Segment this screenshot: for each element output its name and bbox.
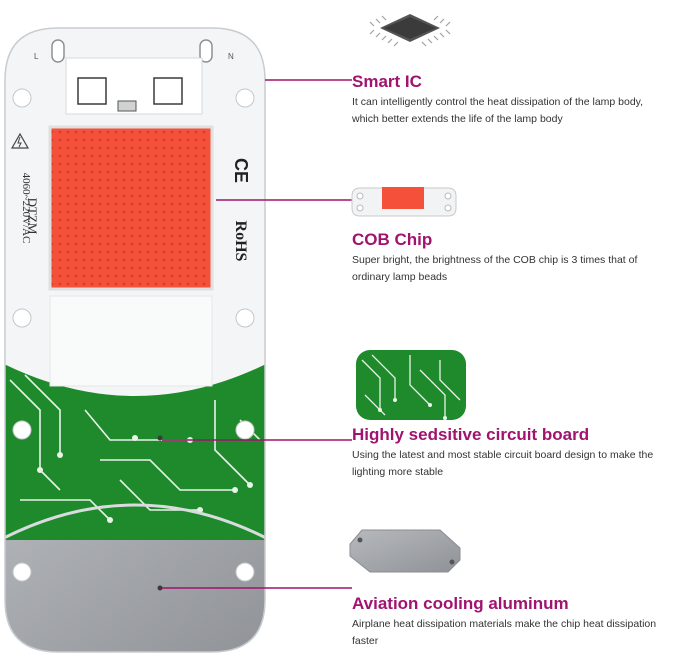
rohs-mark: RoHS <box>232 220 249 262</box>
ic-area <box>65 57 203 115</box>
feature-desc: Using the latest and most stable circuit… <box>352 449 654 478</box>
feature-title: Aviation cooling aluminum <box>352 594 569 613</box>
circuit-board-icon <box>356 350 466 420</box>
feature-aluminum: Aviation cooling aluminum Airplane heat … <box>352 594 672 650</box>
pin-label-right: N <box>228 52 234 61</box>
circuit-pads <box>37 435 253 523</box>
board-edge <box>5 503 265 542</box>
module-outline <box>4 27 266 653</box>
feature-desc: Super bright, the brightness of the COB … <box>352 254 638 283</box>
cob-chip-surface <box>48 125 214 291</box>
mounting-holes <box>12 88 255 582</box>
voltage-label: 4060~220V/AC <box>20 172 32 244</box>
feature-title: Highly sedsitive circuit board <box>352 425 590 444</box>
pin-label-left: L <box>34 52 39 61</box>
feature-title: COB Chip <box>352 230 433 249</box>
aluminum-plate-icon <box>349 529 461 573</box>
cob-chip-icon <box>351 187 457 217</box>
wire-slots <box>51 39 213 63</box>
aluminum-holes <box>157 435 163 591</box>
feature-title: Smart IC <box>352 72 422 91</box>
feature-circuit-board: Highly sedsitive circuit board Using the… <box>352 425 672 481</box>
feature-desc: Airplane heat dissipation materials make… <box>352 618 657 647</box>
lower-white-pad <box>49 295 213 387</box>
feature-smart-ic: Smart IC It can intelligently control th… <box>352 72 672 128</box>
circuit-board-area <box>5 362 265 540</box>
feature-cob-chip: COB Chip Super bright, the brightness of… <box>352 230 672 286</box>
feature-desc: It can intelligently control the heat di… <box>352 96 644 125</box>
ic-chip-icon <box>369 14 451 47</box>
ce-mark: CE <box>231 157 252 184</box>
warning-icon <box>10 132 30 149</box>
leader-lines <box>162 79 352 589</box>
